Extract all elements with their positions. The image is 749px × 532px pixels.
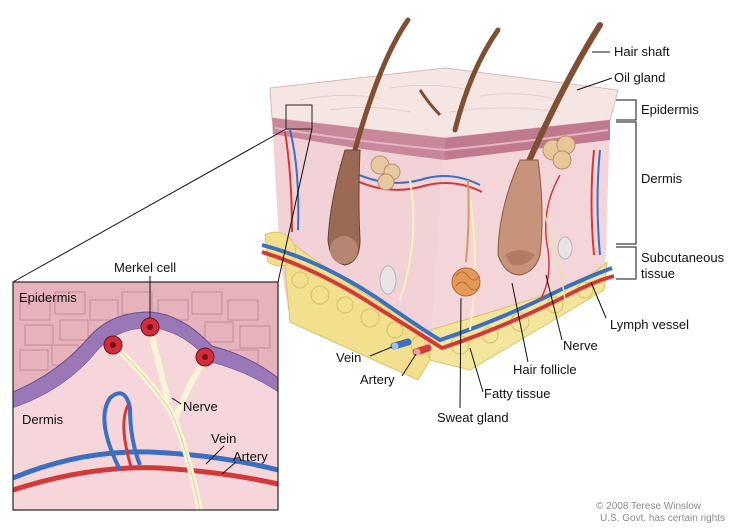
vessel-artery-lower [261, 250, 615, 351]
inset-vein [13, 449, 278, 481]
vessel-vein-lower [261, 243, 613, 343]
label-lymph-vessel: Lymph vessel [610, 317, 689, 332]
leader-lines [149, 51, 637, 475]
inset-label-dermis: Dermis [22, 412, 64, 427]
label-fatty-tissue: Fatty tissue [484, 386, 550, 401]
inset-epidermis-layer [13, 282, 278, 400]
label-hair-shaft: Hair shaft [614, 44, 670, 59]
label-epidermis: Epidermis [641, 102, 699, 117]
label-sweat-gland: Sweat gland [437, 410, 509, 425]
hair-shaft-mid [452, 27, 501, 133]
oil-gland-left [370, 155, 401, 191]
hair-shaft-left [352, 17, 411, 153]
hair-follicle-right [497, 159, 543, 276]
copyright-line-2: U.S. Govt. has certain rights [600, 513, 725, 524]
inset-label-artery: Artery [233, 449, 268, 464]
merkel-cells [103, 317, 215, 367]
inset-label-vein: Vein [211, 431, 236, 446]
skin-block [261, 17, 619, 381]
inset-frame [12, 281, 279, 511]
label-vein: Vein [336, 350, 361, 365]
copyright-line-1: © 2008 Terese Winslow [596, 501, 702, 512]
oil-gland-right [542, 135, 576, 170]
sweat-gland [451, 179, 481, 297]
hair-follicle-left [327, 149, 361, 266]
inset-label-epidermis: Epidermis [19, 290, 77, 305]
inset-label-merkel-cell: Merkel cell [114, 260, 176, 275]
label-subcutaneous: Subcutaneous [641, 250, 725, 265]
label-dermis: Dermis [641, 171, 683, 186]
label-subcutaneous-tissue: tissue [641, 266, 675, 281]
label-hair-follicle: Hair follicle [513, 362, 577, 377]
label-oil-gland: Oil gland [614, 70, 665, 85]
inset-label-nerve: Nerve [183, 399, 218, 414]
label-artery: Artery [360, 372, 395, 387]
label-nerve: Nerve [563, 338, 598, 353]
inset-artery [13, 465, 278, 493]
inset-source-box [285, 104, 313, 130]
inset-magnifier [12, 104, 313, 511]
hair-shaft-right [522, 22, 603, 173]
